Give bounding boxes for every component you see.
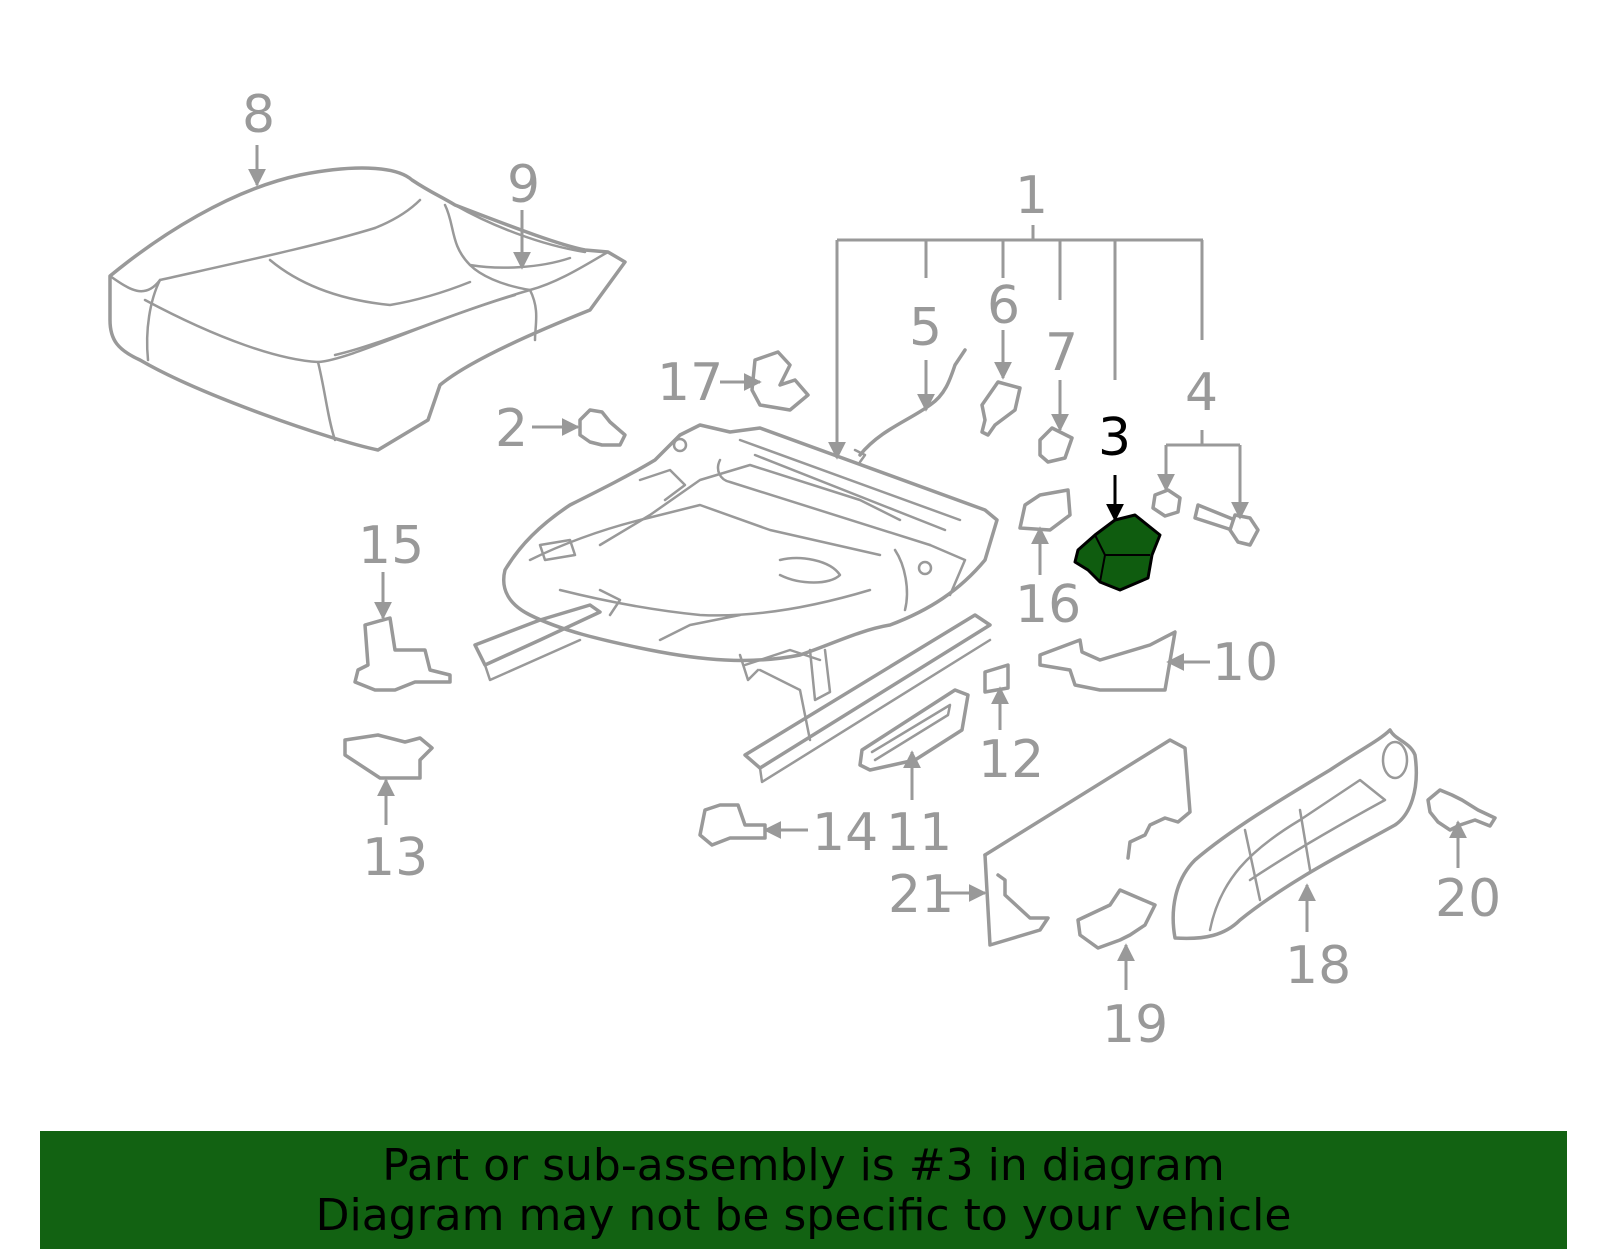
part-11-trim	[858, 688, 970, 772]
callout-12: 12	[978, 730, 1044, 790]
callout-labels: 1 2 3 4 5 6 7 8 9 10 11 12 13 14 15 16 1…	[242, 85, 1501, 1055]
part-17-bracket	[750, 350, 810, 412]
part-18-side-cover	[1171, 728, 1418, 941]
part-7-clip	[1038, 426, 1074, 464]
callout-17: 17	[657, 353, 723, 413]
part-19-bracket	[1076, 888, 1157, 950]
callout-20: 20	[1435, 869, 1501, 929]
part-21-wire-frame	[983, 738, 1192, 947]
part-20-clip	[1426, 788, 1497, 832]
callout-4: 4	[1185, 363, 1218, 423]
part-4-nut-bolt	[1151, 488, 1260, 547]
part-12-nut	[983, 663, 1010, 694]
part-6-bracket	[980, 380, 1022, 437]
part-13-cover	[343, 733, 434, 780]
part-3-highlighted	[1073, 513, 1162, 592]
part-8-seat-cushion	[108, 166, 627, 452]
part-15-bracket	[353, 616, 452, 692]
part-5-cable	[853, 348, 967, 464]
callout-13: 13	[362, 828, 428, 888]
callout-5: 5	[909, 298, 942, 358]
banner-line-2: Diagram may not be specific to your vehi…	[315, 1190, 1292, 1241]
callout-3: 3	[1098, 408, 1131, 468]
part-1-seat-frame	[502, 423, 999, 667]
callout-10: 10	[1212, 633, 1278, 693]
callout-6: 6	[987, 276, 1020, 336]
callout-15: 15	[358, 516, 424, 576]
callout-16: 16	[1015, 575, 1081, 635]
callout-18: 18	[1285, 936, 1351, 996]
leader-lines	[248, 145, 1467, 990]
callout-9: 9	[507, 155, 540, 215]
part-16-bracket	[1018, 488, 1072, 532]
callout-2: 2	[495, 399, 528, 459]
part-10-bracket	[1038, 630, 1177, 692]
callout-1: 1	[1015, 166, 1048, 226]
part-2-pin	[578, 408, 627, 447]
callout-14: 14	[812, 803, 878, 863]
part-14-clip	[698, 803, 767, 847]
callout-19: 19	[1102, 995, 1168, 1055]
callout-11: 11	[886, 803, 952, 863]
callout-8: 8	[242, 85, 275, 145]
info-banner: Part or sub-assembly is #3 in diagram Di…	[40, 1131, 1567, 1249]
banner-line-1: Part or sub-assembly is #3 in diagram	[382, 1140, 1225, 1191]
callout-7: 7	[1045, 323, 1078, 383]
seat-rails	[473, 603, 992, 784]
callout-21: 21	[888, 865, 954, 925]
